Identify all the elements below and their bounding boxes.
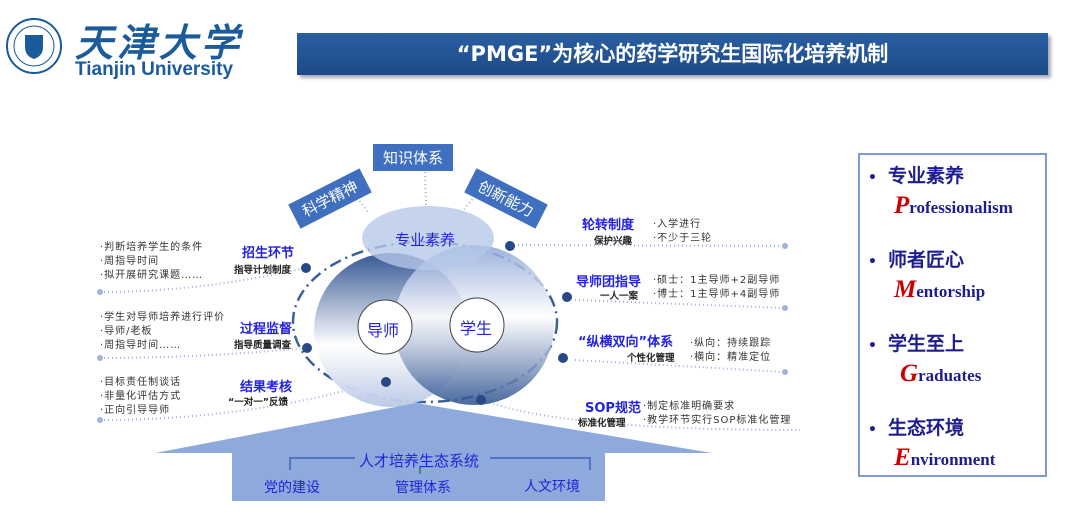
left-block-2-title: 过程监督: [240, 322, 293, 337]
pmge-cap: M: [894, 276, 917, 303]
student-label: 学生: [460, 319, 493, 338]
pmge-box: • 专业素养 Professionalism • 师者匠心 Mentorship •…: [858, 153, 1047, 477]
bullet-icon: •: [868, 338, 877, 354]
pmge-en: raduates: [918, 366, 982, 385]
right-block-2-title: 导师团指导: [576, 275, 642, 290]
ecosystem-item-culture: 人文环境: [524, 479, 580, 495]
pmge-cap: P: [894, 192, 910, 219]
page-title: “PMGE”为核心的药学研究生国际化培养机制: [297, 33, 1048, 75]
right-block-3-lines: ·纵向：持续跟踪·横向：精准定位: [690, 338, 772, 363]
mentor-circle: [357, 299, 413, 355]
ecosystem-item-party: 党的建设: [264, 480, 320, 496]
base-arrow: [155, 403, 712, 501]
left-block-2-lines: ·学生对导师培养进行评价·导师/老板·周指导时间……: [100, 312, 226, 351]
pmge-en: rofessionalism: [909, 198, 1013, 217]
left-block-3-sub: “一对一”反馈: [228, 397, 288, 408]
right-block-4-title: SOP规范: [585, 401, 641, 416]
pmge-cn: 专业素养: [888, 165, 965, 187]
right-block-1-title: 轮转制度: [582, 218, 635, 233]
professional-label: 专业素养: [395, 231, 456, 249]
pmge-cap: G: [900, 360, 919, 387]
ecosystem-item-management: 管理体系: [395, 480, 451, 496]
left-block-1-lines: ·判断培养学生的条件·周指导时间·拟开展研究课题……: [100, 242, 204, 281]
left-block-3-lines: ·目标责任制谈话·非量化评估方式·正向引导导师: [100, 377, 182, 416]
professional-ellipse: [362, 206, 494, 270]
right-block-2-lines: ·硕士：1主导师+2副导师·博士：1主导师+4副导师: [653, 275, 781, 300]
right-block-4-lines: ·制定标准明确要求·教学环节实行SOP标准化管理: [643, 401, 792, 426]
ecosystem-title: 人才培养生态系统: [359, 452, 480, 470]
pmge-item: • 生态环境 Environment: [868, 413, 995, 472]
pmge-item: • 学生至上 Graduates: [868, 329, 981, 388]
left-block-3-title: 结果考核: [240, 380, 293, 395]
bullet-icon: •: [868, 170, 877, 186]
pmge-item: • 专业素养 Professionalism: [868, 161, 1013, 220]
bullet-icon: •: [868, 422, 877, 438]
bullet-icon: •: [868, 254, 877, 270]
right-block-1-sub: 保护兴趣: [594, 236, 633, 247]
right-block-2-sub: 一人一案: [600, 291, 639, 302]
left-block-1-title: 招生环节: [242, 246, 295, 261]
right-block-3-sub: 个性化管理: [627, 353, 675, 364]
logo-english: Tianjin University: [75, 59, 234, 80]
pmge-cn: 生态环境: [888, 417, 965, 439]
logo-chinese: 天津大学: [75, 20, 244, 65]
mentor-label: 导师: [367, 321, 400, 340]
right-block-3-title: “纵横双向”体系: [578, 335, 674, 350]
university-seal-icon: [6, 18, 62, 74]
pmge-en: nvironment: [910, 450, 996, 469]
pmge-cap: E: [894, 444, 911, 471]
pmge-item: • 师者匠心 Mentorship: [868, 245, 985, 304]
tag-knowledge-system: 知识体系: [373, 144, 454, 171]
left-block-1-sub: 指导计划制度: [234, 265, 292, 276]
student-circle: [449, 297, 505, 353]
pmge-en: entorship: [916, 282, 986, 301]
orbit-nodes: [301, 241, 572, 405]
right-block-4-sub: 标准化管理: [578, 418, 626, 429]
right-block-1-lines: ·入学进行·不少于三轮: [653, 219, 713, 244]
left-block-2-sub: 指导质量调查: [234, 340, 292, 351]
pmge-cn: 学生至上: [888, 333, 965, 355]
pmge-cn: 师者匠心: [888, 249, 965, 271]
